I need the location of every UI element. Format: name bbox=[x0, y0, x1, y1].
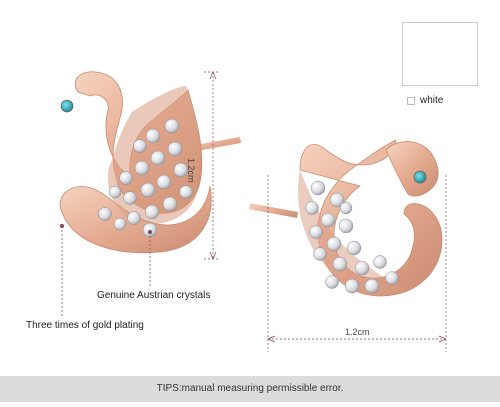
variant-radio[interactable] bbox=[407, 97, 415, 105]
tips-text: TIPS:manual measuring permissible error. bbox=[0, 383, 500, 394]
tips-prefix: TIPS: bbox=[156, 383, 182, 394]
height-dimension-line bbox=[204, 71, 220, 260]
width-dimension-label: 1.2cm bbox=[342, 327, 373, 337]
plating-leader-line bbox=[59, 223, 65, 316]
variant-thumbnail[interactable] bbox=[402, 22, 478, 86]
crystals-leader-line bbox=[147, 229, 153, 286]
right-swan-earring bbox=[249, 139, 443, 297]
left-swan-earring bbox=[59, 71, 241, 254]
variant-option-label[interactable]: white bbox=[420, 95, 444, 106]
crystals-label: Genuine Austrian crystals bbox=[97, 290, 211, 301]
width-dimension-line bbox=[267, 175, 447, 352]
height-dimension-label: 1.2cm bbox=[186, 158, 196, 183]
tips-bar bbox=[0, 376, 500, 402]
tips-message: manual measuring permissible error. bbox=[181, 383, 344, 394]
plating-label: Three times of gold plating bbox=[26, 320, 144, 331]
